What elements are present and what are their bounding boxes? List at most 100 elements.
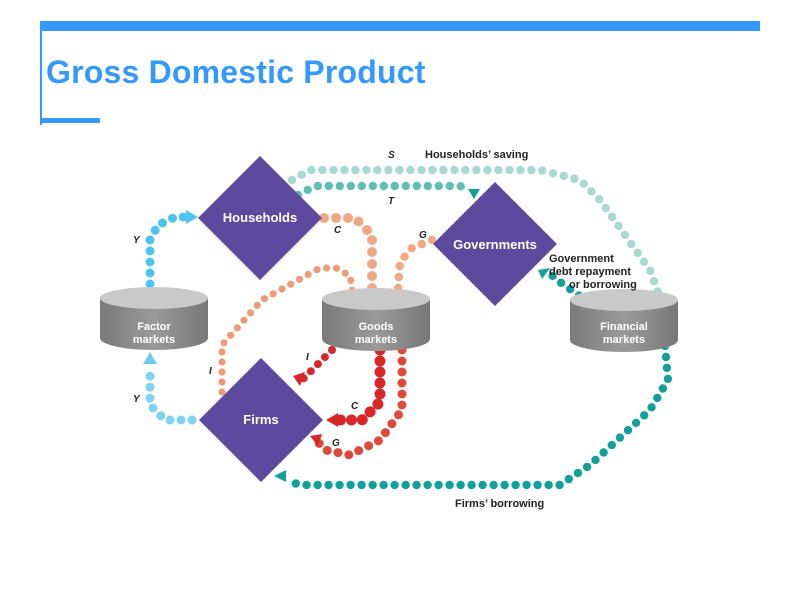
financial-markets-node: Financial markets bbox=[570, 289, 678, 352]
households-node: Households bbox=[198, 156, 322, 280]
investment-flow-dot bbox=[269, 290, 277, 298]
title-left-rule bbox=[40, 21, 42, 125]
borrowing-flow-dot bbox=[658, 384, 668, 393]
investment-flow-dot bbox=[341, 269, 349, 277]
saving-flow-dot bbox=[307, 165, 316, 175]
gov-debt-flow-dot bbox=[565, 285, 575, 294]
borrowing-flow-dot bbox=[302, 480, 311, 490]
arrow-to-firms-borrowing-icon bbox=[274, 470, 286, 482]
gov-debt-flow-dot bbox=[556, 278, 566, 287]
income-y-top-label: Y bbox=[133, 235, 141, 246]
government-firms-flow-dot bbox=[387, 419, 397, 429]
borrowing-flow-dot bbox=[573, 468, 583, 478]
arrow-consumption-firms-icon bbox=[326, 413, 338, 427]
government-firms-flow-dot bbox=[397, 356, 407, 366]
government-firms-flow-dot bbox=[394, 410, 403, 420]
consumption-firms-flow-dot bbox=[374, 355, 386, 367]
flow-firms-borrowing bbox=[291, 341, 673, 490]
taxes-flow-dot bbox=[434, 181, 443, 191]
flow-taxes bbox=[293, 181, 465, 200]
consumption-flow-dot bbox=[367, 271, 377, 281]
factor-payment-flow-dot bbox=[145, 382, 155, 392]
government-g-label: G bbox=[419, 230, 427, 241]
investment-flow-dot bbox=[253, 301, 261, 309]
borrowing-flow-dot bbox=[653, 393, 662, 403]
flow-households-saving bbox=[287, 165, 662, 296]
borrowing-flow-dot bbox=[661, 352, 671, 362]
income-y-bottom-label: Y bbox=[133, 394, 141, 405]
saving-flow-dot bbox=[373, 165, 382, 175]
consumption-flow-dot bbox=[362, 225, 372, 235]
investment-flow-dot bbox=[240, 316, 248, 324]
saving-flow-dot bbox=[428, 165, 437, 175]
taxes-flow-dot bbox=[445, 181, 454, 191]
investment-firms-flow-dot bbox=[328, 346, 336, 354]
taxes-flow-dot bbox=[346, 181, 355, 191]
consumption-firms-flow-dot bbox=[374, 388, 386, 400]
taxes-flow-dot bbox=[335, 181, 344, 191]
investment-flow-dot bbox=[295, 275, 304, 283]
consumption-flow-dot bbox=[367, 259, 377, 269]
government-firms-flow-dot bbox=[354, 446, 364, 456]
investment-flow-dot bbox=[220, 339, 228, 347]
government-firms-flow-dot bbox=[397, 367, 407, 377]
factor-payment-flow-dot bbox=[145, 393, 155, 403]
saving-flow-dot bbox=[483, 165, 492, 175]
consumption-firms-flow-dot bbox=[374, 366, 386, 378]
investment-flow-dot bbox=[287, 280, 295, 288]
firms-c-label: C bbox=[351, 401, 359, 412]
flow-government-purchases bbox=[393, 235, 437, 293]
saving-flow-dot bbox=[639, 257, 649, 266]
government-firms-flow-dot bbox=[397, 400, 407, 410]
households-saving-label: Households’ saving bbox=[425, 149, 528, 161]
goods-markets-node: Goods markets bbox=[322, 288, 430, 351]
consumption-firms-flow-dot bbox=[356, 414, 368, 426]
consumption-firms-flow-dot bbox=[372, 398, 384, 410]
borrowing-flow-dot bbox=[544, 480, 553, 490]
taxes-flow-dot bbox=[456, 182, 465, 191]
saving-symbol-label: S bbox=[388, 150, 395, 161]
borrowing-flow-dot bbox=[599, 448, 608, 457]
saving-flow-dot bbox=[559, 171, 568, 181]
taxes-flow-dot bbox=[368, 181, 377, 191]
investment-i-label: I bbox=[209, 366, 212, 377]
borrowing-flow-dot bbox=[662, 363, 672, 373]
government-flow-dot bbox=[407, 244, 416, 253]
saving-flow-dot bbox=[633, 248, 642, 257]
investment-flow-dot bbox=[260, 295, 268, 303]
saving-flow-dot bbox=[570, 174, 579, 183]
flow-factor-payments-firms bbox=[145, 371, 197, 425]
borrowing-flow-dot bbox=[663, 374, 673, 384]
borrowing-flow-dot bbox=[390, 480, 399, 490]
government-firms-flow-dot bbox=[397, 378, 407, 388]
arrow-from-financial-icon bbox=[538, 268, 550, 279]
factor-payment-flow-dot bbox=[148, 403, 158, 413]
consumption-firms-flow-dot bbox=[364, 406, 376, 418]
saving-flow-dot bbox=[439, 165, 448, 175]
slide-title: Gross Domestic Product bbox=[46, 54, 426, 90]
taxes-flow-dot bbox=[357, 181, 366, 191]
borrowing-flow-dot bbox=[368, 480, 377, 490]
consumption-firms-flow-dot bbox=[374, 377, 386, 389]
factor-payment-flow-dot bbox=[176, 415, 186, 425]
gov-debt-label-line2: debt repayment bbox=[549, 266, 631, 278]
arrow-to-factor-markets-icon bbox=[143, 352, 157, 364]
government-flow-dot bbox=[400, 252, 409, 261]
investment-flow-dot bbox=[313, 266, 321, 274]
saving-flow-dot bbox=[384, 165, 393, 175]
governments-label: Governments bbox=[453, 237, 537, 252]
borrowing-flow-dot bbox=[291, 479, 300, 488]
title-top-bar bbox=[40, 21, 760, 31]
saving-flow-dot bbox=[579, 179, 588, 188]
consumption-flow-dot bbox=[353, 216, 364, 227]
taxes-flow-dot bbox=[390, 181, 399, 191]
consumption-c-label: C bbox=[334, 225, 342, 236]
saving-flow-dot bbox=[318, 165, 327, 175]
borrowing-flow-dot bbox=[500, 480, 509, 490]
income-flow-dot bbox=[145, 246, 155, 256]
saving-flow-dot bbox=[362, 165, 371, 175]
saving-flow-dot bbox=[595, 195, 604, 204]
financial-markets-label-line1: Financial bbox=[600, 321, 648, 333]
borrowing-flow-dot bbox=[522, 480, 531, 490]
saving-flow-dot bbox=[620, 230, 630, 240]
